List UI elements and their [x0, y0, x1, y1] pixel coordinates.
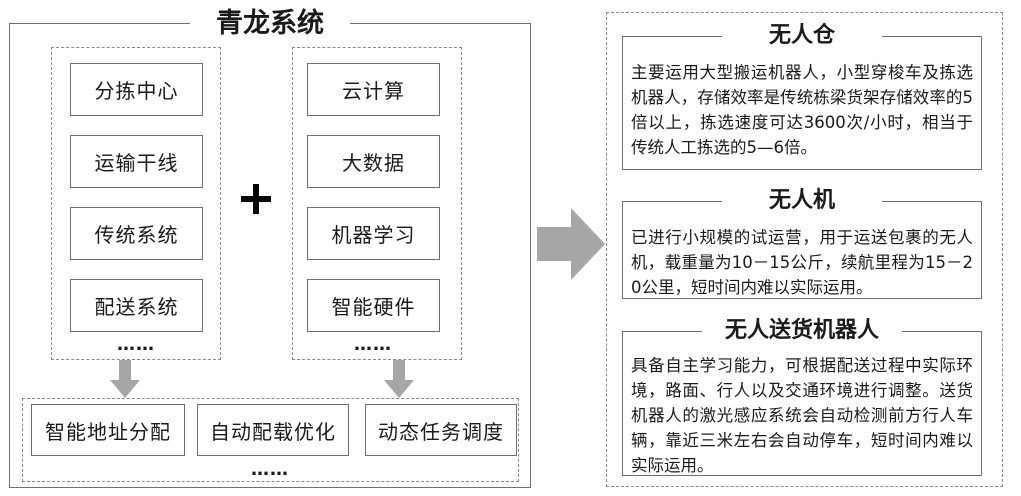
algorithm-group	[22, 398, 519, 482]
tech-item-machine-learning: 机器学习	[307, 207, 440, 260]
bottom-item-address-allocation: 智能地址分配	[31, 404, 185, 456]
right-arrow-icon	[537, 208, 605, 280]
bottom-more-ellipsis: ……	[251, 459, 289, 480]
business-item-traditional-system: 传统系统	[70, 207, 203, 260]
section-text-unmanned-warehouse: 主要运用大型搬运机器人，小型穿梭车及拣选机器人，存储效率是传统栋梁货架存储效率的…	[631, 63, 973, 157]
section-text-drone: 已进行小规模的试运营，用于运送包裹的无人机，载重量为10－15公斤，续航里程为1…	[631, 228, 973, 297]
business-group	[51, 47, 221, 360]
business-more-ellipsis: ……	[117, 334, 155, 355]
section-box-unmanned-warehouse	[622, 36, 982, 170]
right-down-arrow-icon	[384, 360, 414, 398]
tech-item-cloud-computing: 云计算	[307, 63, 440, 116]
plus-icon: +	[239, 182, 273, 216]
section-title-drone: 无人机	[722, 185, 882, 217]
tech-more-ellipsis: ……	[354, 334, 392, 355]
left-down-arrow-icon	[110, 360, 140, 398]
tech-item-smart-hardware: 智能硬件	[307, 279, 440, 332]
section-text-delivery-robot: 具备自主学习能力，可根据配送过程中实际环境，路面、行人以及交通环境进行调整。送货…	[631, 356, 973, 475]
qinglong-system-title: 青龙系统	[190, 6, 350, 42]
smart-logistics-panel	[606, 12, 1003, 487]
business-item-sorting-center: 分拣中心	[70, 63, 203, 116]
tech-item-big-data: 大数据	[307, 135, 440, 188]
technology-group	[292, 47, 462, 360]
bottom-item-load-optimization: 自动配载优化	[197, 404, 349, 456]
section-title-unmanned-warehouse: 无人仓	[722, 20, 882, 52]
business-item-delivery-system: 配送系统	[70, 279, 203, 332]
bottom-item-task-scheduling: 动态任务调度	[365, 404, 517, 456]
section-title-delivery-robot: 无人送货机器人	[702, 315, 902, 347]
business-item-transport-trunk: 运输干线	[70, 135, 203, 188]
